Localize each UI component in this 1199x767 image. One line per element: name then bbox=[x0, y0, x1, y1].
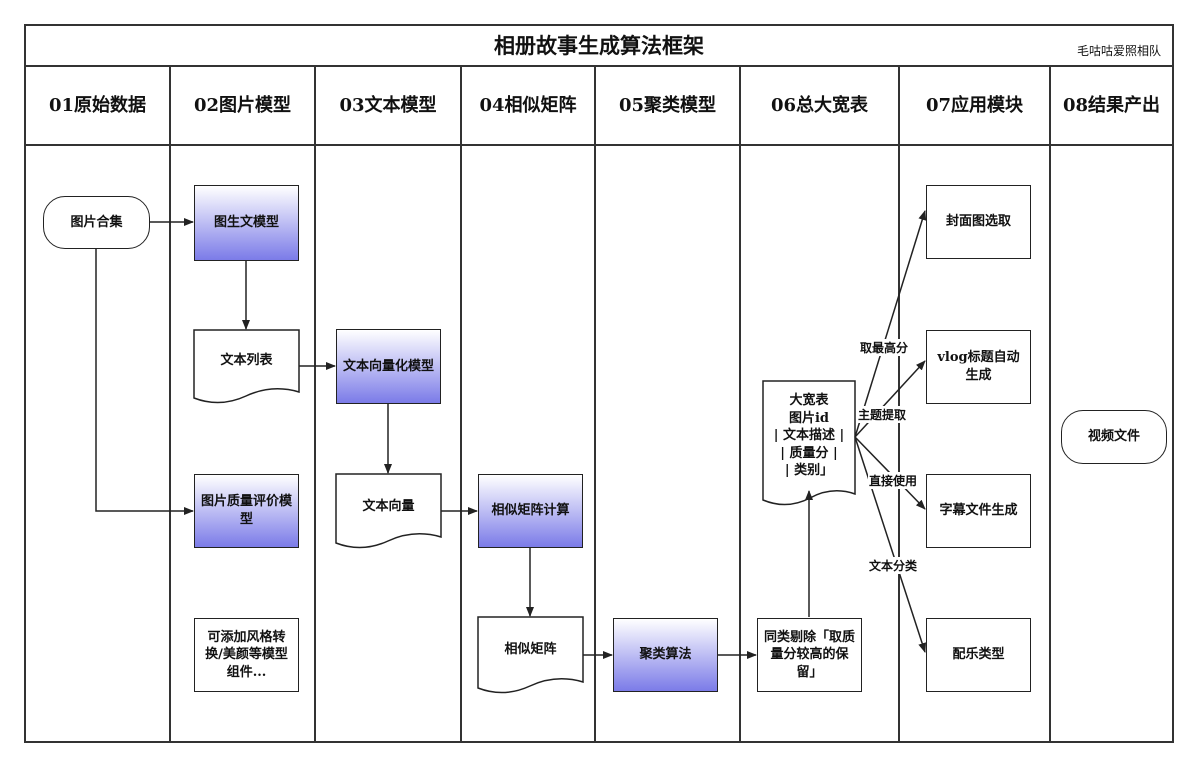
text-vector-node: 文本向量 bbox=[362, 499, 415, 515]
wide-table-line: 大宽表 bbox=[789, 393, 829, 409]
column-divider bbox=[460, 66, 462, 743]
column-header-image-model: 02图片模型 bbox=[193, 95, 292, 116]
text-list-shape bbox=[193, 329, 300, 404]
cluster-algorithm-node: 聚类算法 bbox=[613, 618, 718, 692]
wide-table-node: 大宽表 图片id | 文本描述 | | 质量分 | | 类别」 bbox=[763, 390, 855, 482]
addon-components-node: 可添加风格转换/美颜等模型组件... bbox=[194, 618, 299, 692]
vlog-title-node: vlog标题自动生成 bbox=[926, 330, 1031, 404]
column-header-raw-data: 01原始数据 bbox=[48, 95, 147, 116]
column-divider bbox=[898, 66, 900, 743]
similarity-matrix-node: 相似矩阵 bbox=[504, 642, 557, 658]
column-header-cluster-model: 05聚类模型 bbox=[618, 95, 717, 116]
wide-table-line: | 文本描述 | bbox=[773, 428, 845, 444]
similarity-matrix-shape bbox=[477, 616, 584, 694]
column-header-application: 07应用模块 bbox=[925, 95, 1024, 116]
edge-label-text-classify: 文本分类 bbox=[868, 557, 919, 574]
text-vector-shape bbox=[335, 473, 442, 549]
video-file-node: 视频文件 bbox=[1061, 410, 1167, 464]
column-divider bbox=[1049, 66, 1051, 743]
text-vectorization-model-node: 文本向量化模型 bbox=[336, 329, 441, 404]
header-row bbox=[24, 66, 1174, 146]
diagram-frame bbox=[24, 24, 1174, 743]
dedup-node: 同类剔除「取质量分较高的保留」 bbox=[757, 618, 862, 692]
edge-label-top-score: 取最高分 bbox=[859, 339, 910, 356]
diagram-title: 相册故事生成算法框架 bbox=[24, 24, 1174, 67]
column-header-output: 08结果产出 bbox=[1062, 95, 1161, 116]
image-quality-model-node: 图片质量评价模型 bbox=[194, 474, 299, 548]
image-to-text-model-node: 图生文模型 bbox=[194, 185, 299, 261]
similarity-calc-node: 相似矩阵计算 bbox=[478, 474, 583, 548]
wide-table-line: | 质量分 | bbox=[780, 445, 838, 461]
music-type-node: 配乐类型 bbox=[926, 618, 1031, 692]
column-divider bbox=[739, 66, 741, 743]
team-label: 毛咕咕爱照相队 bbox=[1076, 44, 1161, 58]
column-header-similarity-matrix: 04相似矩阵 bbox=[479, 95, 577, 116]
wide-table-line: | 类别」 bbox=[784, 463, 834, 479]
column-divider bbox=[314, 66, 316, 743]
photo-set-node: 图片合集 bbox=[43, 196, 150, 249]
column-header-text-model: 03文本模型 bbox=[339, 95, 437, 116]
subtitle-gen-node: 字幕文件生成 bbox=[926, 474, 1031, 548]
wide-table-line: 图片id bbox=[788, 410, 830, 426]
text-list-node: 文本列表 bbox=[220, 353, 273, 369]
edge-label-topic-extract: 主题提取 bbox=[857, 406, 908, 423]
column-divider bbox=[594, 66, 596, 743]
column-header-wide-table: 06总大宽表 bbox=[770, 95, 869, 116]
cover-select-node: 封面图选取 bbox=[926, 185, 1031, 259]
edge-label-direct-use: 直接使用 bbox=[868, 472, 919, 489]
column-divider bbox=[169, 66, 171, 743]
